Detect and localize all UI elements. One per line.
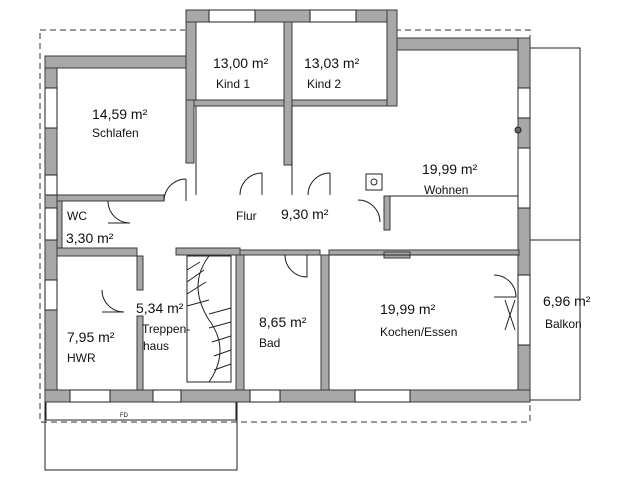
interior-lines	[195, 106, 518, 256]
chimney-box	[365, 173, 383, 191]
room-area-balkon: 6,96 m²	[543, 293, 591, 309]
room-area-kind1: 13,00 m²	[213, 55, 269, 71]
door-swings	[101, 172, 517, 331]
room-name-kind2: Kind 2	[307, 77, 342, 91]
fixtures	[514, 126, 522, 134]
room-area-treppe: 5,34 m²	[136, 300, 184, 316]
room-name-flur: Flur	[236, 209, 257, 223]
room-name-schlafen: Schlafen	[92, 126, 139, 140]
flat-roof-label: FD	[120, 413, 128, 419]
room-area-schlafen: 14,59 m²	[92, 106, 148, 122]
dashed-roof-outline	[39, 29, 531, 423]
room-name-treppe-line1: Treppen-	[142, 322, 191, 336]
room-name-wc: WC	[67, 209, 87, 223]
balcony-outline	[529, 47, 581, 401]
staircase	[186, 255, 232, 383]
room-name-treppe-line2: haus	[143, 339, 170, 353]
room-name-wohnen: Wohnen	[424, 183, 469, 197]
room-area-bad: 8,65 m²	[259, 314, 307, 330]
room-name-kind1: Kind 1	[216, 77, 251, 91]
room-area-kind2: 13,03 m²	[304, 55, 360, 71]
room-area-kochen: 19,99 m²	[380, 301, 436, 317]
room-area-wc: 3,30 m²	[66, 230, 114, 246]
room-area-wohnen: 19,99 m²	[422, 161, 478, 177]
room-name-balkon: Balkon	[545, 317, 582, 331]
room-name-kochen: Kochen/Essen	[380, 325, 458, 339]
room-name-bad: Bad	[259, 336, 281, 350]
room-name-hwr: HWR	[67, 351, 96, 365]
room-area-hwr: 7,95 m²	[67, 329, 115, 345]
flat-roof-outline	[44, 400, 238, 471]
windows	[44, 9, 531, 403]
room-area-flur: 9,30 m²	[281, 206, 329, 222]
